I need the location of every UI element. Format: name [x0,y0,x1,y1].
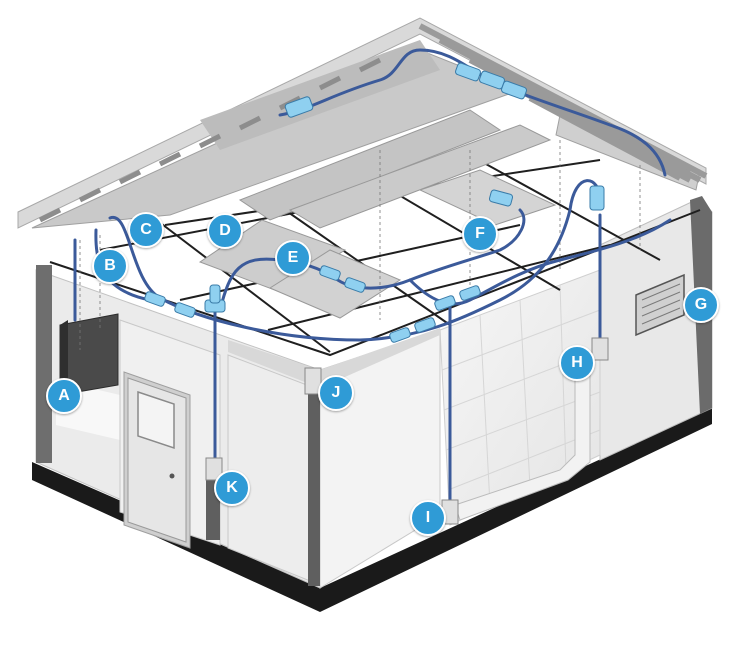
door-knob[interactable] [169,473,175,479]
callout-k[interactable]: K [214,470,250,506]
callout-f[interactable]: F [462,216,498,252]
callout-j[interactable]: J [318,375,354,411]
cable-connectors [144,62,605,343]
callout-b[interactable]: B [92,248,128,284]
callout-a[interactable]: A [46,378,82,414]
roof-ribs [418,23,708,183]
outlet-k [205,457,223,481]
callout-i[interactable]: I [410,500,446,536]
floor-base [32,408,712,612]
callout-c[interactable]: C [128,212,164,248]
left-corner-post [36,265,52,463]
ac-unit-vents [641,283,681,325]
ac-unit [635,273,685,337]
floor [439,269,601,526]
door-window [137,390,175,450]
roof-edge-ribs [38,57,382,223]
callout-e[interactable]: E [275,240,311,276]
electrical-panel-side [60,320,68,395]
partition-post [308,390,320,586]
outlet-h [591,337,609,361]
callout-g[interactable]: G [683,287,719,323]
callout-h[interactable]: H [559,345,595,381]
callout-d[interactable]: D [207,213,243,249]
